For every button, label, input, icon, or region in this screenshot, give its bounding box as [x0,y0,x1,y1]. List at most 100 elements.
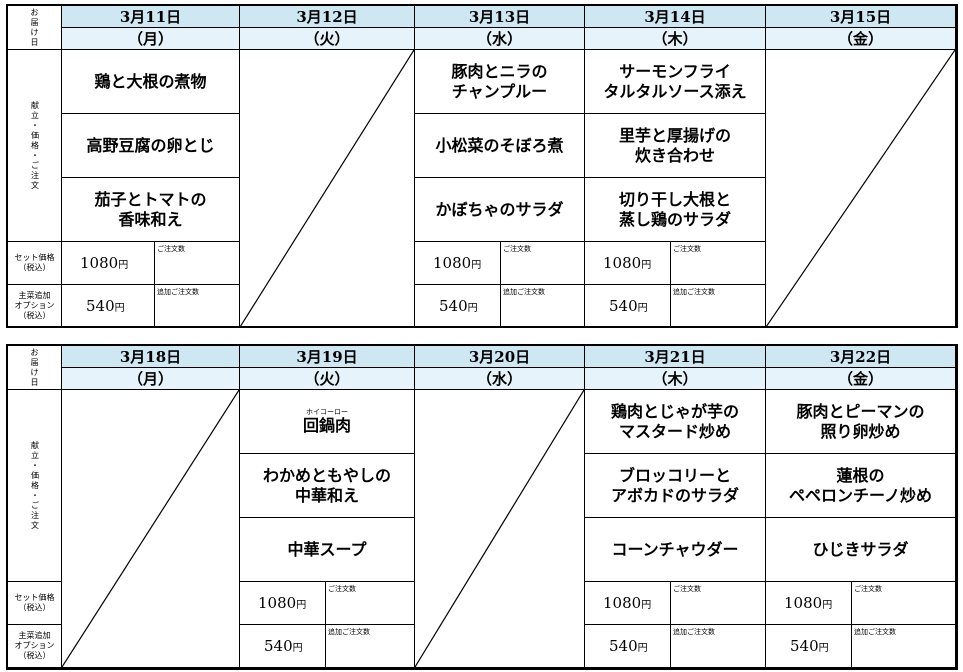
menu-item-text: 豚肉とピーマンの 照り卵炒め [796,401,925,441]
order-quantity-field[interactable]: ご注文数 [155,242,240,285]
date-header: 3月13日 [415,6,585,28]
currency-unit: 円 [822,599,833,611]
order-quantity-field[interactable]: ご注文数 [501,242,585,285]
weekday-header: （月） [62,368,240,390]
weekday-header: （水） [415,368,585,390]
menu-item-text: 鶏肉とじゃが芋の マスタード炒め [610,401,739,441]
option-price-value: 540 [264,637,293,655]
weekday-header: （木） [585,368,766,390]
option-price-label: 主菜追加 オプション （税込） [8,285,62,328]
no-service-day [62,390,240,668]
menu-item: 豚肉とピーマンの 照り卵炒め [766,390,956,454]
menu-item-text: 鶏と大根の煮物 [94,71,207,91]
order-quantity-field[interactable]: ご注文数 [852,582,956,625]
menu-item: かぼちゃのサラダ [415,178,585,242]
menu-price-order-label: 献立・価格・ご注文 [8,390,62,582]
option-price-value: 540 [86,297,115,315]
weekday-header: （水） [415,28,585,50]
menu-item: 茄子とトマトの 香味和え [62,178,240,242]
date-header: 3月18日 [62,346,240,368]
diagonal-slash [62,390,239,667]
weekday-header: （火） [240,368,415,390]
week-table-1: お 届 け 日献立・価格・ご注文セット価格 （税込）主菜追加 オプション （税込… [6,4,958,328]
menu-item: ひじきサラダ [766,518,956,582]
menu-item-text: 蓮根の ペペロンチーノ炒め [788,465,933,505]
date-header: 3月12日 [240,6,415,28]
currency-unit: 円 [118,259,129,271]
no-service-day [766,50,956,328]
menu-item: ブロッコリーと アボカドのサラダ [585,454,766,518]
currency-unit: 円 [641,259,652,271]
additional-order-quantity-field[interactable]: 追加ご注文数 [155,285,240,328]
set-price-value: 1080 [80,254,119,272]
currency-unit: 円 [467,302,478,314]
menu-item: 中華スープ [240,518,415,582]
menu-item-text: 回鍋肉 [302,415,351,435]
currency-unit: 円 [114,302,125,314]
menu-item-text: ブロッコリーと アボカドのサラダ [610,465,739,505]
additional-order-quantity-field[interactable]: 追加ご注文数 [326,625,415,668]
set-price-value: 1080 [258,594,297,612]
menu-item-text: わかめともやしの 中華和え [262,465,391,505]
date-header: 3月14日 [585,6,766,28]
menu-item-text: 茄子とトマトの 香味和え [94,189,207,229]
menu-item: わかめともやしの 中華和え [240,454,415,518]
menu-item-text: ひじきサラダ [812,539,909,559]
menu-item: 豚肉とニラの チャンプルー [415,50,585,114]
set-price-label: セット価格 （税込） [8,242,62,285]
order-quantity-field[interactable]: ご注文数 [671,582,766,625]
weekday-header: （金） [766,28,956,50]
date-header: 3月21日 [585,346,766,368]
set-price-value: 1080 [603,254,642,272]
menu-item-text: 豚肉とニラの チャンプルー [451,61,548,101]
option-price-value: 540 [609,297,638,315]
currency-unit: 円 [637,302,648,314]
additional-order-quantity-field[interactable]: 追加ご注文数 [501,285,585,328]
weekday-header: （木） [585,28,766,50]
date-header: 3月11日 [62,6,240,28]
currency-unit: 円 [637,642,648,654]
additional-order-quantity-field[interactable]: 追加ご注文数 [671,285,766,328]
weekday-header: （金） [766,368,956,390]
currency-unit: 円 [292,642,303,654]
menu-item: 切り干し大根と 蒸し鶏のサラダ [585,178,766,242]
additional-order-quantity-field[interactable]: 追加ご注文数 [852,625,956,668]
option-price-label: 主菜追加 オプション （税込） [8,625,62,668]
menu-item: 鶏と大根の煮物 [62,50,240,114]
date-header: 3月15日 [766,6,956,28]
set-price-label: セット価格 （税込） [8,582,62,625]
order-quantity-field[interactable]: ご注文数 [671,242,766,285]
menu-item: コーンチャウダー [585,518,766,582]
menu-item-reading: ホイコーロー [306,407,348,416]
menu-item-text: コーンチャウダー [611,539,739,559]
currency-unit: 円 [818,642,829,654]
menu-item-text: 中華スープ [287,539,367,559]
menu-item-text: 切り干し大根と 蒸し鶏のサラダ [618,189,731,229]
option-price-value: 540 [609,637,638,655]
additional-order-quantity-field[interactable]: 追加ご注文数 [671,625,766,668]
date-header: 3月19日 [240,346,415,368]
set-price-value: 1080 [603,594,642,612]
menu-item: サーモンフライ タルタルソース添え [585,50,766,114]
menu-item-text: 小松菜のそぼろ煮 [435,135,564,155]
set-price-value: 1080 [784,594,823,612]
date-header: 3月22日 [766,346,956,368]
menu-item-text: 高野豆腐の卵とじ [86,135,215,155]
order-quantity-field[interactable]: ご注文数 [326,582,415,625]
diagonal-slash [240,50,414,327]
menu-item: 小松菜のそぼろ煮 [415,114,585,178]
currency-unit: 円 [296,599,307,611]
menu-item-text: 里芋と厚揚げの 炊き合わせ [618,125,731,165]
menu-price-order-label: 献立・価格・ご注文 [8,50,62,242]
